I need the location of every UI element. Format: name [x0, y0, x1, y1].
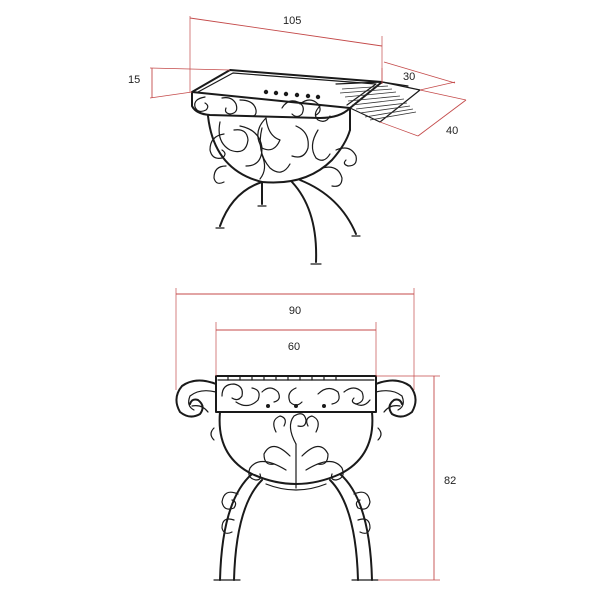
- grill-legs: [215, 179, 361, 265]
- dimension-height: 15: [128, 67, 231, 99]
- perspective-view: 105 15 30 40: [128, 15, 467, 265]
- dimension-box-width: 60: [215, 322, 377, 376]
- dimension-shelf-depth-label: 40: [446, 125, 458, 137]
- front-basket: [210, 411, 382, 489]
- front-view: 90 60 82: [175, 288, 456, 581]
- dimension-shelf-depth: 40: [379, 89, 467, 137]
- dimension-length-label: 105: [283, 15, 301, 27]
- side-shelf-grate: [335, 81, 421, 123]
- dimension-box-width-label: 60: [288, 341, 300, 353]
- firebox-front-panel: [191, 89, 351, 131]
- dimension-height-label: 15: [128, 74, 140, 86]
- dimension-shelf-width: 30: [381, 61, 456, 91]
- firebox-basket: [207, 115, 357, 187]
- dimension-shelf-width-label: 30: [403, 71, 415, 83]
- dimension-length: 105: [189, 15, 383, 92]
- front-firebox: [215, 375, 377, 413]
- dimension-total-height: 82: [376, 375, 456, 581]
- dimension-overall-width: 90: [175, 288, 415, 390]
- dimension-overall-width-label: 90: [289, 305, 301, 317]
- front-legs: [213, 473, 379, 581]
- dimension-total-height-label: 82: [444, 475, 456, 487]
- front-side-handles: [175, 379, 417, 418]
